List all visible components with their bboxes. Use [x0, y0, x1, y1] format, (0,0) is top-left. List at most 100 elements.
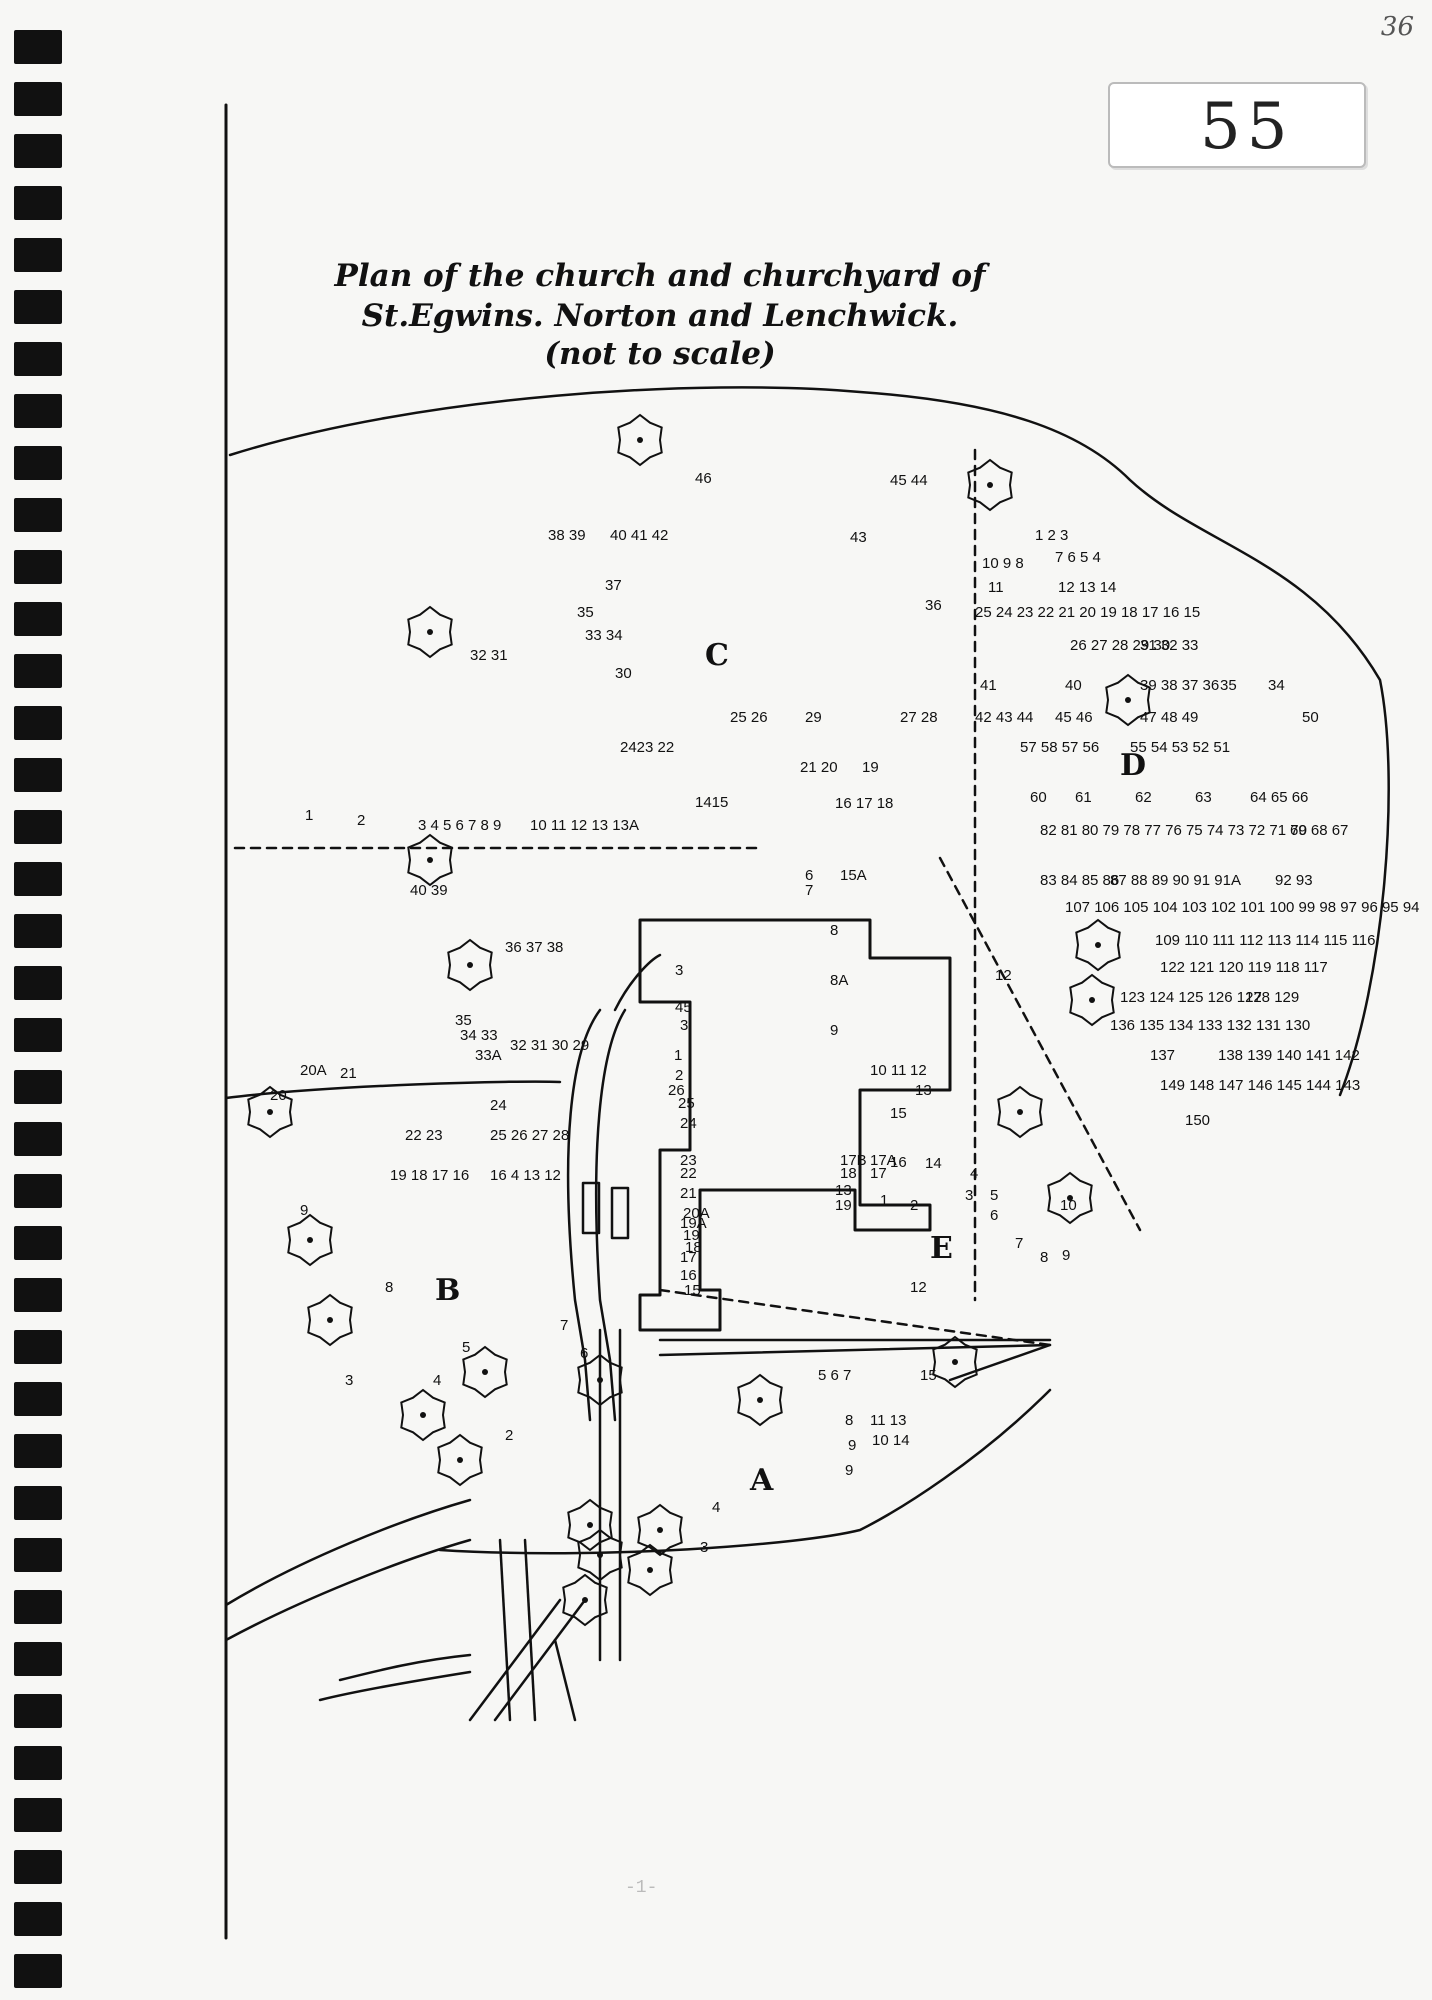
grave-number: 1 — [305, 807, 313, 824]
binding-ring — [14, 550, 62, 584]
grave-number: 20A — [683, 1205, 710, 1222]
binding-ring — [14, 654, 62, 688]
binding-ring — [14, 1538, 62, 1572]
tree-icon — [287, 1213, 333, 1267]
grave-number: 18 — [840, 1165, 857, 1182]
grave-number: 150 — [1185, 1112, 1210, 1129]
binding-ring — [14, 1694, 62, 1728]
grave-number: 17 — [680, 1249, 697, 1266]
binding-ring — [14, 810, 62, 844]
grave-number: 21 — [680, 1185, 697, 1202]
grave-number: 6 — [990, 1207, 998, 1224]
binding-ring — [14, 1174, 62, 1208]
grave-number: 128 129 — [1245, 989, 1299, 1006]
binding-ring — [14, 1018, 62, 1052]
grave-number: 10 14 — [872, 1432, 910, 1449]
tree-icon — [407, 605, 453, 659]
grave-number: 22 23 — [405, 1127, 443, 1144]
grave-number: 40 — [1065, 677, 1082, 694]
tree-icon — [407, 833, 453, 887]
binding-ring — [14, 862, 62, 896]
grave-number: 26 — [668, 1082, 685, 1099]
grave-number: 13 — [835, 1182, 852, 1199]
grave-number: 38 39 — [548, 527, 586, 544]
grave-number: 29 — [805, 709, 822, 726]
grave-number: 1 2 3 — [1035, 527, 1068, 544]
grave-number: 107 106 105 104 103 102 101 100 99 98 97… — [1065, 899, 1420, 916]
grave-number: 37 — [605, 577, 622, 594]
grave-number: 3 — [345, 1372, 353, 1389]
binding-ring — [14, 394, 62, 428]
binding-ring — [14, 914, 62, 948]
grave-number: 3 — [965, 1187, 973, 1204]
grave-number: 19 18 17 16 — [390, 1167, 469, 1184]
binding-ring — [14, 1954, 62, 1988]
grave-number: 137 — [1150, 1047, 1175, 1064]
grave-number: 3 4 5 6 7 8 9 — [418, 817, 501, 834]
binding-ring — [14, 1798, 62, 1832]
grave-number: 25 — [678, 1095, 695, 1112]
grave-number: 15 — [920, 1367, 937, 1384]
grave-number: 13 — [915, 1082, 932, 1099]
page-badge-number: 55 — [1200, 90, 1294, 164]
grave-number: 61 — [1075, 789, 1092, 806]
tree-icon — [447, 938, 493, 992]
grave-number: 2 — [357, 812, 365, 829]
grave-number: 83 84 85 86 — [1040, 872, 1119, 889]
grave-number: 36 — [925, 597, 942, 614]
tree-icon — [307, 1293, 353, 1347]
grave-number: 63 — [1195, 789, 1212, 806]
tree-icon — [932, 1335, 978, 1389]
binding-ring — [14, 1850, 62, 1884]
grave-number: 5 — [462, 1339, 470, 1356]
binding-ring — [14, 186, 62, 220]
grave-number: 42 43 44 — [975, 709, 1033, 726]
grave-number: 1 — [674, 1047, 682, 1064]
binding-ring — [14, 238, 62, 272]
grave-number: 25 26 — [730, 709, 768, 726]
binding-ring — [14, 1070, 62, 1104]
grave-number: 109 110 111 112 113 114 115 116 — [1155, 932, 1375, 949]
map-title-line-3: (not to scale) — [544, 336, 776, 372]
binding-ring — [14, 30, 62, 64]
grave-number: 27 28 — [900, 709, 938, 726]
section-label-A: A — [749, 1463, 774, 1498]
grave-number: 6 — [805, 867, 813, 884]
grave-number: 20 — [270, 1087, 287, 1104]
spiral-binding — [0, 0, 70, 2000]
tree-icon — [462, 1345, 508, 1399]
grave-number: 35 — [577, 604, 594, 621]
grave-number: 7 — [560, 1317, 568, 1334]
binding-ring — [14, 82, 62, 116]
grave-number: 17 — [870, 1165, 887, 1182]
grave-number: 36 37 38 — [505, 939, 563, 956]
grave-number: 39 38 37 36 — [1140, 677, 1219, 694]
grave-number: 40 41 42 — [610, 527, 668, 544]
grave-number: 25 24 23 22 21 20 19 18 17 16 15 — [975, 604, 1200, 621]
grave-number: 35 — [455, 1012, 472, 1029]
grave-number: 14 — [925, 1155, 942, 1172]
grave-number: 6 — [580, 1345, 588, 1362]
tree-icon — [1047, 1171, 1093, 1225]
grave-number: 9 — [1062, 1247, 1070, 1264]
binding-ring — [14, 446, 62, 480]
grave-number: 9 — [830, 1022, 838, 1039]
grave-number: 11 13 — [870, 1412, 906, 1429]
grave-number: 4 — [433, 1372, 441, 1389]
grave-number: 22 — [680, 1165, 697, 1182]
grave-number: 2 — [910, 1197, 918, 1214]
tree-icon — [1105, 673, 1151, 727]
grave-number: 24 — [490, 1097, 507, 1114]
grave-number: 21 — [340, 1065, 357, 1082]
grave-number: 16 — [890, 1154, 907, 1171]
map-title-line-1: Plan of the church and churchyard of — [334, 258, 986, 294]
grave-number: 60 — [1030, 789, 1047, 806]
tree-icon — [437, 1433, 483, 1487]
grave-number: 19 — [835, 1197, 852, 1214]
binding-ring — [14, 1746, 62, 1780]
grave-number: 40 39 — [410, 882, 448, 899]
grave-number: 9 — [848, 1437, 856, 1454]
grave-number: 17A — [870, 1152, 897, 1169]
grave-number: 9 — [300, 1202, 308, 1219]
